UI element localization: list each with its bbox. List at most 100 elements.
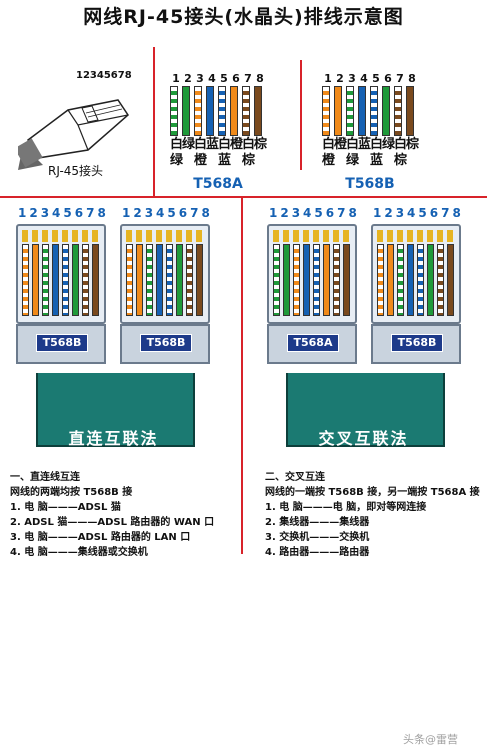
- t568b-color-labels-2: 橙绿蓝棕: [322, 153, 408, 168]
- wire-3: [346, 86, 354, 136]
- connector-pins: [22, 230, 102, 242]
- gold-pin: [313, 230, 319, 242]
- connector-pins: [273, 230, 353, 242]
- wire-7: [333, 244, 340, 316]
- wire-7: [242, 86, 250, 136]
- crossover-cable-text: 交叉互联法: [318, 429, 409, 448]
- wire-7: [437, 244, 444, 316]
- wire-3: [146, 244, 153, 316]
- wire-6: [382, 86, 390, 136]
- gold-pin: [42, 230, 48, 242]
- gold-pin: [92, 230, 98, 242]
- gold-pin: [343, 230, 349, 242]
- straight-line-2: 2. ADSL 猫———ADSL 路由器的 WAN 口: [10, 517, 215, 528]
- wire-5: [218, 86, 226, 136]
- wire-6: [176, 244, 183, 316]
- crossover-cable-body: [286, 373, 445, 447]
- wire-1: [377, 244, 384, 316]
- wire-5: [62, 244, 69, 316]
- crossover-line-2: 2. 集线器———集线器: [265, 517, 370, 528]
- t568a-label: T568A: [193, 176, 243, 192]
- t568b-wires: [322, 86, 418, 136]
- gold-pin: [377, 230, 383, 242]
- wire-4: [52, 244, 59, 316]
- wire-1: [126, 244, 133, 316]
- wire-4: [303, 244, 310, 316]
- wire-1: [322, 86, 330, 136]
- crossover-line-3: 3. 交换机———交换机: [265, 532, 370, 543]
- wire-2: [182, 86, 190, 136]
- gold-pin: [447, 230, 453, 242]
- rj45-connector-illustration: 12345678 RJ-45接头: [18, 62, 138, 178]
- connector-pins: [377, 230, 457, 242]
- wire-5: [417, 244, 424, 316]
- wire-2: [387, 244, 394, 316]
- gold-pin: [303, 230, 309, 242]
- crossover-subheading: 网线的一端按 T568B 接，另一端按 T568A 接: [265, 487, 480, 498]
- wire-6: [323, 244, 330, 316]
- wire-8: [447, 244, 454, 316]
- wire-8: [92, 244, 99, 316]
- gold-pin: [136, 230, 142, 242]
- connector-body: [371, 224, 461, 324]
- wire-2: [32, 244, 39, 316]
- divider-a-b: [300, 60, 302, 170]
- gold-pin: [407, 230, 413, 242]
- gold-pin: [417, 230, 423, 242]
- wire-2: [283, 244, 290, 316]
- gold-pin: [283, 230, 289, 242]
- gold-pin: [52, 230, 58, 242]
- gold-pin: [166, 230, 172, 242]
- gold-pin: [293, 230, 299, 242]
- gold-pin: [387, 230, 393, 242]
- wire-6: [72, 244, 79, 316]
- straight-cable-body: [36, 373, 195, 447]
- gold-pin: [333, 230, 339, 242]
- wire-2: [334, 86, 342, 136]
- wire-7: [186, 244, 193, 316]
- connector-wires: [377, 244, 457, 316]
- crossover-line-1: 1. 电 脑———电 脑，即对等网连接: [265, 502, 427, 513]
- gold-pin: [72, 230, 78, 242]
- straight-heading: 一、直连线互连: [10, 472, 80, 483]
- gold-pin: [146, 230, 152, 242]
- wire-2: [136, 244, 143, 316]
- connector-wires: [126, 244, 206, 316]
- straight-subheading: 网线的两端均按 T568B 接: [10, 487, 133, 498]
- connector-boot: [267, 324, 357, 364]
- gold-pin: [273, 230, 279, 242]
- wire-5: [370, 86, 378, 136]
- divider-vertical-top: [153, 47, 155, 197]
- connector-standard-label: T568B: [391, 334, 443, 352]
- t568b-label: T568B: [345, 176, 395, 192]
- wire-6: [230, 86, 238, 136]
- gold-pin: [323, 230, 329, 242]
- connector-standard-label: T568B: [140, 334, 192, 352]
- connector-boot: [120, 324, 210, 364]
- straight-cable-text: 直连互联法: [68, 429, 159, 448]
- connector-boot: [371, 324, 461, 364]
- wire-4: [156, 244, 163, 316]
- connector-pin-numbers: 12345678: [269, 206, 360, 220]
- wire-5: [313, 244, 320, 316]
- wire-8: [254, 86, 262, 136]
- rj45-pin-numbers: 12345678: [76, 70, 132, 81]
- gold-pin: [156, 230, 162, 242]
- wire-8: [196, 244, 203, 316]
- t568a-color-labels-2: 绿橙蓝棕: [170, 153, 256, 168]
- watermark: 头条@雷营: [403, 733, 458, 746]
- wire-1: [22, 244, 29, 316]
- gold-pin: [437, 230, 443, 242]
- connector-standard-label: T568A: [287, 334, 339, 352]
- straight-line-3: 3. 电 脑———ADSL 路由器的 LAN 口: [10, 532, 191, 543]
- connector-body: [120, 224, 210, 324]
- crossover-heading: 二、交叉互连: [265, 472, 325, 483]
- wire-4: [206, 86, 214, 136]
- gold-pin: [186, 230, 192, 242]
- wire-8: [343, 244, 350, 316]
- gold-pin: [196, 230, 202, 242]
